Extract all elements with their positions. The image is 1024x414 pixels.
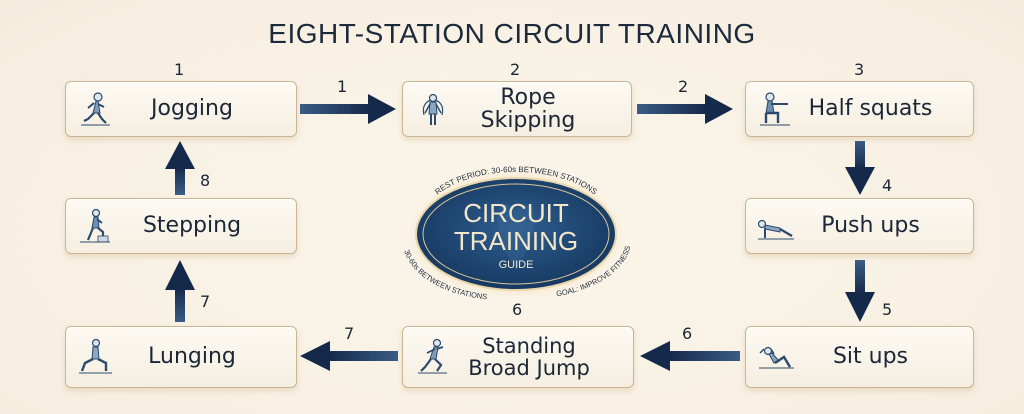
arrow-label-5: 5 (882, 300, 893, 319)
arrow-label-8: 8 (200, 171, 211, 190)
page-title: EIGHT-STATION CIRCUIT TRAINING (268, 18, 756, 49)
lunging-icon (79, 338, 112, 374)
station-label: Jogging (151, 96, 233, 122)
station-label: Standing Broad Jump (453, 335, 633, 379)
station-label: Stepping (142, 213, 242, 239)
broad-jump-icon (418, 338, 447, 374)
arrow-label-4: 4 (882, 176, 893, 195)
arrow-left-icon (300, 341, 398, 371)
jogging-icon (81, 92, 110, 126)
station-label: Lunging (148, 344, 236, 370)
station-number-3: 3 (854, 60, 865, 79)
station-label: Half squats (808, 96, 933, 122)
station-stepping: Stepping (65, 198, 297, 254)
station-number-1: 1 (174, 60, 185, 79)
rope-skipping-icon (422, 93, 444, 125)
arrow-label-6: 6 (682, 324, 693, 343)
sit-up-icon (759, 346, 794, 369)
station-standing-broad-jump: Standing Broad Jump (402, 326, 634, 388)
station-rope-skipping: Rope Skipping (402, 81, 632, 137)
arrow-left-icon (640, 341, 740, 371)
arrow-label-7: 7 (344, 324, 355, 343)
station-number-2: 2 (510, 60, 521, 79)
push-up-icon (757, 219, 794, 240)
station-lunging: Lunging (65, 326, 297, 388)
arrow-up-icon (165, 260, 195, 322)
circuit-training-badge: CIRCUIT TRAINING GUIDE REST PERIOD: 30-6… (402, 165, 632, 301)
arrow-label-1: 1 (337, 77, 348, 96)
station-half-squats: Half squats (745, 81, 974, 137)
badge-line3: GUIDE (499, 259, 534, 271)
station-sit-ups: Sit ups (745, 326, 974, 388)
station-label: Push ups (821, 213, 920, 239)
stepping-icon (80, 208, 110, 243)
badge-line2: TRAINING (454, 226, 578, 256)
arrow-label-2: 2 (678, 77, 689, 96)
station-label: Rope Skipping (480, 84, 576, 133)
badge-line1: CIRCUIT (463, 198, 569, 228)
heart-icon (497, 203, 535, 270)
arrow-down-icon (845, 141, 875, 195)
arrow-right-icon (637, 94, 733, 124)
station-label-line2: Broad Jump (468, 356, 590, 380)
arrow-label-7b: 7 (200, 292, 211, 311)
arrow-up-icon (165, 141, 195, 195)
station-label-line1: Standing (482, 333, 576, 358)
station-push-ups: Push ups (745, 198, 974, 254)
station-jogging: Jogging (65, 81, 297, 137)
arrow-right-icon (300, 94, 396, 124)
half-squat-icon (760, 92, 790, 126)
arrow-down-icon (845, 260, 875, 322)
station-label: Sit ups (832, 344, 909, 370)
station-number-6: 6 (512, 300, 523, 319)
